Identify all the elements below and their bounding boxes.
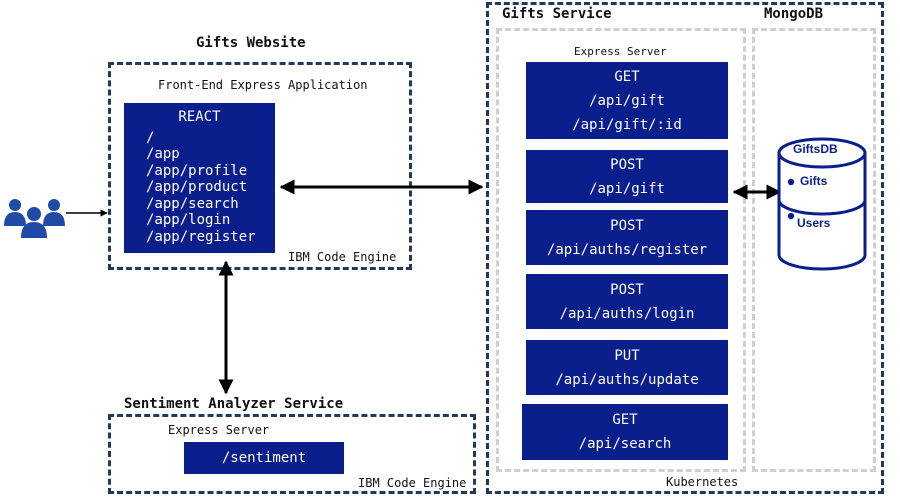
endpoint-path: /api/gift (589, 92, 665, 109)
endpoint-get-gift: GET /api/gift /api/gift/:id (526, 62, 728, 139)
route-item: /app/search (146, 195, 239, 212)
mongodb-panel (752, 28, 876, 472)
database-icon (777, 137, 867, 271)
route-item: /app/login (146, 212, 231, 228)
website-engine-label: IBM Code Engine (288, 250, 397, 264)
endpoint-path: /api/auths/register (546, 241, 708, 258)
endpoint-path: /api/gift/:id (572, 116, 682, 133)
users-icon (4, 199, 65, 238)
sentiment-server-label: Express Server (168, 423, 270, 437)
endpoint-method: POST (610, 217, 644, 234)
gifts-website-container (108, 62, 412, 270)
endpoint-path: /api/search (578, 436, 672, 452)
route-item: /app (146, 146, 180, 162)
route-item: /app/product (146, 179, 248, 195)
endpoint-method: POST (610, 281, 644, 298)
react-title: REACT (178, 109, 221, 125)
react-routes-box: REACT / /app /app/profile /app/product /… (124, 103, 275, 253)
endpoint-path: /api/auths/login (559, 305, 695, 322)
sentiment-service-title: Sentiment Analyzer Service (124, 396, 344, 412)
kubernetes-label: Kubernetes (666, 475, 739, 489)
endpoint-post-gift: POST /api/gift (526, 150, 728, 203)
endpoint-method: PUT (614, 347, 640, 364)
route-item: / (146, 129, 155, 146)
endpoint-put-update: PUT /api/auths/update (526, 340, 728, 395)
gifts-website-title: Gifts Website (196, 35, 306, 51)
database-name: GiftsDB (793, 142, 838, 156)
endpoint-path: /api/gift (589, 180, 665, 197)
endpoint-get-search: GET /api/search (522, 404, 728, 460)
endpoint-method: POST (610, 156, 644, 173)
sentiment-endpoint-box: /sentiment (184, 442, 344, 474)
front-end-app-label: Front-End Express Application (158, 78, 368, 92)
endpoint-post-register: POST /api/auths/register (526, 210, 728, 265)
collection-gifts: Gifts (800, 174, 828, 188)
sentiment-engine-label: IBM Code Engine (358, 476, 467, 490)
endpoint-path: /api/auths/update (555, 371, 699, 388)
bullet-icon (787, 212, 795, 220)
sentiment-service-container (108, 414, 476, 494)
endpoint-post-login: POST /api/auths/login (526, 274, 728, 329)
route-item: /app/register (146, 228, 256, 245)
express-server-panel (496, 28, 746, 472)
endpoint-method: GET (614, 68, 640, 85)
route-item: /app/profile (146, 162, 248, 179)
gifts-service-container (486, 2, 884, 494)
gifts-service-title: Gifts Service (502, 6, 612, 22)
gifts-server-label: Express Server (574, 45, 667, 58)
collection-users: Users (797, 216, 831, 230)
mongodb-title: MongoDB (764, 6, 824, 22)
sentiment-endpoint-path: /sentiment (221, 450, 307, 466)
endpoint-method: GET (612, 412, 638, 428)
bullet-icon (787, 178, 795, 186)
